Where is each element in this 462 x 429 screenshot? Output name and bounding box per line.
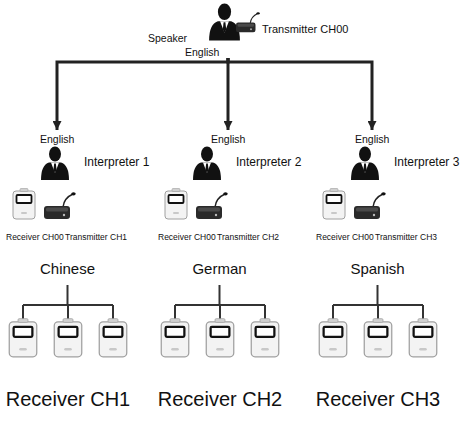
node-heading: Receiver CH2 [154, 388, 286, 411]
node-text: Transmitter CH1 [65, 233, 127, 243]
node-text: Transmitter CH00 [262, 23, 348, 36]
edge-label: English [40, 133, 74, 145]
node-text: Receiver CH00 [6, 233, 64, 243]
node-text: Receiver CH00 [316, 233, 374, 243]
signal-arrow [227, 58, 230, 130]
node-heading: Receiver CH1 [2, 388, 134, 411]
interpreter-group: Interpreter 2Receiver CH00Transmitter CH… [157, 130, 282, 285]
distribution-line [67, 285, 69, 305]
speaker-icon [209, 4, 240, 41]
interpreter-set-2 [161, 147, 279, 357]
speaker-transmitter [236, 12, 260, 32]
node-text: Spanish [315, 260, 440, 277]
speaker-group: Speaker Transmitter CH00English [140, 2, 360, 58]
distribution-line [219, 285, 221, 305]
interpreter-group: Interpreter 1Receiver CH00Transmitter CH… [5, 130, 130, 285]
node-text: English [185, 46, 219, 58]
node-text: Receiver CH00 [158, 233, 216, 243]
node-heading: Receiver CH3 [312, 388, 444, 411]
node-text: German [157, 260, 282, 277]
node-text: Transmitter CH3 [375, 233, 437, 243]
node-heading: Speaker [148, 32, 187, 44]
edge-label: English [211, 133, 245, 145]
interpreter-set-1 [9, 147, 127, 357]
node-heading: Interpreter 3 [394, 156, 459, 170]
receiver-group: Receiver CH3 [312, 305, 444, 417]
node-text: Chinese [5, 260, 130, 277]
distribution-line [377, 285, 379, 305]
signal-arrow [228, 58, 372, 130]
node-text: Transmitter CH2 [217, 233, 279, 243]
interpreter-group: Interpreter 3Receiver CH00Transmitter CH… [315, 130, 440, 285]
node-heading: Interpreter 1 [84, 156, 149, 170]
interpreter-set-3 [319, 147, 437, 357]
signal-arrow [57, 58, 228, 130]
edge-label: English [355, 133, 389, 145]
receiver-group: Receiver CH1 [2, 305, 134, 417]
receiver-group: Receiver CH2 [154, 305, 286, 417]
node-heading: Interpreter 2 [236, 156, 301, 170]
